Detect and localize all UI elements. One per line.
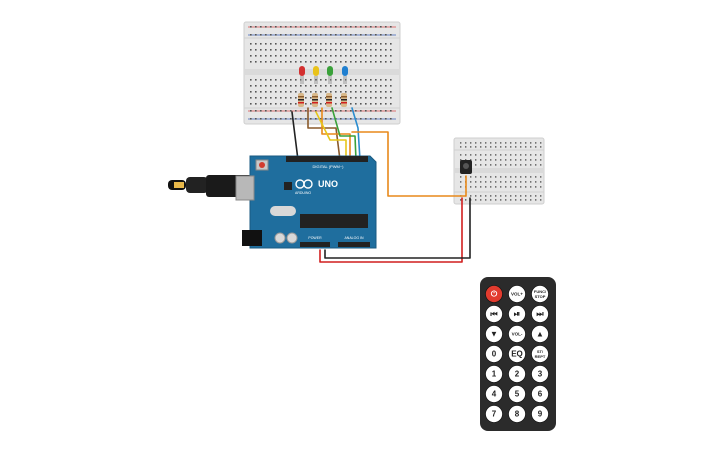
wires xyxy=(291,107,471,263)
eq-button[interactable]: EQ xyxy=(508,345,526,363)
resistor-3 xyxy=(326,93,332,107)
wire-black-gnd xyxy=(291,111,299,161)
st-rept-button[interactable]: ST/REPT xyxy=(531,345,549,363)
wire-black-ir-gnd xyxy=(324,197,471,259)
num-4-button[interactable]: 4 xyxy=(485,385,503,403)
next-button[interactable]: ⏭ xyxy=(531,305,549,323)
capacitor-2 xyxy=(286,232,298,244)
prev-button[interactable]: ⏮ xyxy=(485,305,503,323)
chip-small xyxy=(284,182,292,190)
num-5-button[interactable]: 5 xyxy=(508,385,526,403)
yellow-led[interactable] xyxy=(313,66,319,84)
resistors xyxy=(298,93,347,107)
resistor-2 xyxy=(312,93,318,107)
small-breadboard[interactable] xyxy=(453,137,545,205)
vol-up-button[interactable]: VOL+ xyxy=(508,285,526,303)
play-pause-button[interactable]: ⏯ xyxy=(508,305,526,323)
red-led[interactable] xyxy=(299,66,305,84)
power-header xyxy=(300,242,330,247)
power-button[interactable]: ⏻ xyxy=(485,285,503,303)
arduino-uno-board[interactable]: DIGITAL (PWM~) UNO ARDUINO POWER ANALOG … xyxy=(235,155,377,249)
power-label: POWER xyxy=(308,236,322,240)
model-label: UNO xyxy=(318,179,338,189)
num-1-button[interactable]: 1 xyxy=(485,365,503,383)
num-9-button[interactable]: 9 xyxy=(531,405,549,423)
up-button[interactable]: ▲ xyxy=(531,325,549,343)
num-8-button[interactable]: 8 xyxy=(508,405,526,423)
num-2-button[interactable]: 2 xyxy=(508,365,526,383)
wire-blue xyxy=(351,107,361,161)
num-6-button[interactable]: 6 xyxy=(531,385,549,403)
analog-header xyxy=(338,242,370,247)
down-button[interactable]: ▼ xyxy=(485,325,503,343)
ir-receiver[interactable] xyxy=(460,160,472,174)
vol-down-button[interactable]: VOL- xyxy=(508,325,526,343)
digital-label: DIGITAL (PWM~) xyxy=(313,164,345,169)
power-jack xyxy=(242,230,262,246)
digital-header xyxy=(286,156,368,162)
wire-yellow xyxy=(315,111,347,161)
brand-label: ARDUINO xyxy=(295,191,311,195)
capacitor-1 xyxy=(274,232,286,244)
analog-label: ANALOG IN xyxy=(344,236,364,240)
resistor-4 xyxy=(341,93,347,107)
wire-orange-signal xyxy=(351,131,467,197)
wire-orange-led xyxy=(321,107,351,161)
blue-led[interactable] xyxy=(342,66,348,84)
main-breadboard[interactable] xyxy=(243,21,401,125)
num-0-button[interactable]: 0 xyxy=(485,345,503,363)
atmega-chip xyxy=(300,214,368,228)
num-7-button[interactable]: 7 xyxy=(485,405,503,423)
resistor-1 xyxy=(298,93,304,107)
num-3-button[interactable]: 3 xyxy=(531,365,549,383)
crystal xyxy=(270,206,296,216)
arduino-logo: UNO ARDUINO xyxy=(295,179,338,195)
func-stop-button[interactable]: FUNC/STOP xyxy=(531,285,549,303)
green-led[interactable] xyxy=(327,66,333,84)
usb-port xyxy=(235,175,255,201)
wire-green xyxy=(331,107,357,161)
wire-red-5v xyxy=(319,197,463,263)
